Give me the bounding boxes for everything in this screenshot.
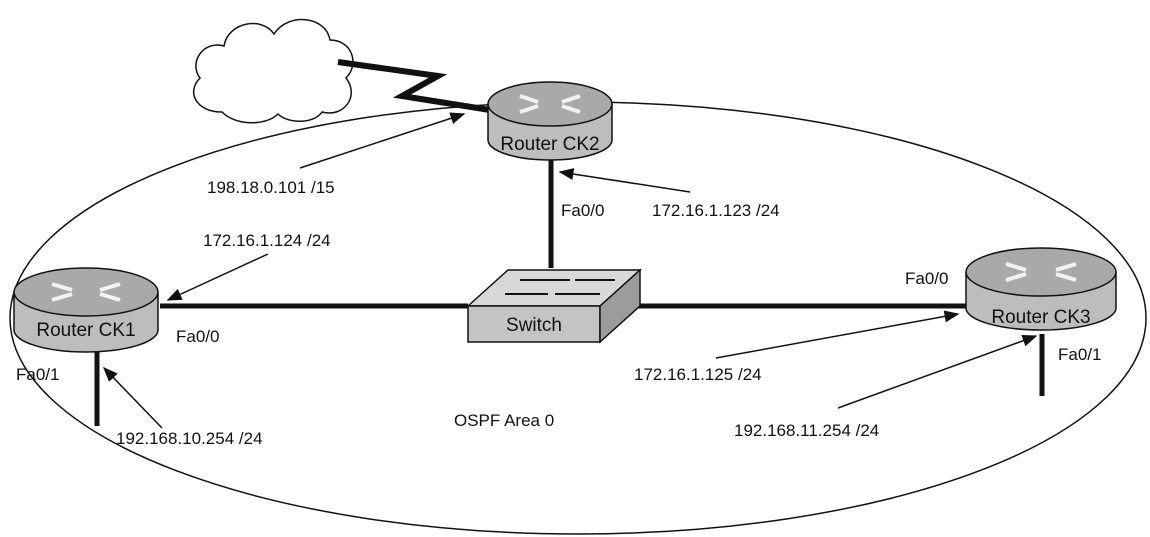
router-ck2-label: Router CK2 xyxy=(500,134,599,155)
label-ck1-fa01-address: 192.168.10.254 /24 xyxy=(116,429,263,448)
label-ck2-fa00: Fa0/0 xyxy=(561,201,604,220)
pointer-ck3-fa01 xyxy=(837,334,1038,409)
label-ck1-fa00: Fa0/0 xyxy=(176,327,219,346)
pointer-ck3-lan xyxy=(715,310,960,359)
router-arrows-icon xyxy=(1005,262,1077,282)
label-ck1-lan-address: 172.16.1.124 /24 xyxy=(203,231,331,250)
label-ospf-area: OSPF Area 0 xyxy=(454,411,554,430)
label-ck3-fa01-address: 192.168.11.254 /24 xyxy=(734,421,879,440)
router-arrows-icon xyxy=(51,282,121,302)
cloud-icon xyxy=(192,18,354,124)
label-ck3-fa00: Fa0/0 xyxy=(905,269,948,288)
label-ck3-fa01: Fa0/1 xyxy=(1058,345,1101,364)
pointer-ck1-fa01 xyxy=(102,366,163,429)
router-ck1: Router CK1 xyxy=(13,267,159,353)
router-ck3: Router CK3 xyxy=(965,247,1117,331)
pointer-ck1-lan xyxy=(166,253,269,301)
router-ck2: Router CK2 xyxy=(487,81,613,161)
switch-arrows-icon xyxy=(505,279,615,295)
serial-link xyxy=(337,59,491,113)
label-ck1-fa01: Fa0/1 xyxy=(16,365,59,384)
label-ck2-lan-address: 172.16.1.123 /24 xyxy=(652,201,780,220)
router-ck1-label: Router CK1 xyxy=(36,320,135,341)
switch-label: Switch xyxy=(506,315,562,336)
label-ck2-wan-address: 198.18.0.101 /15 xyxy=(207,178,335,197)
router-ck3-label: Router CK3 xyxy=(991,307,1090,328)
pointer-ck2-wan xyxy=(299,112,466,169)
label-ck3-lan-address: 172.16.1.125 /24 xyxy=(634,365,762,384)
switch: Switch xyxy=(466,268,642,344)
router-arrows-icon xyxy=(519,94,581,114)
pointer-ck2-lan xyxy=(558,168,691,193)
